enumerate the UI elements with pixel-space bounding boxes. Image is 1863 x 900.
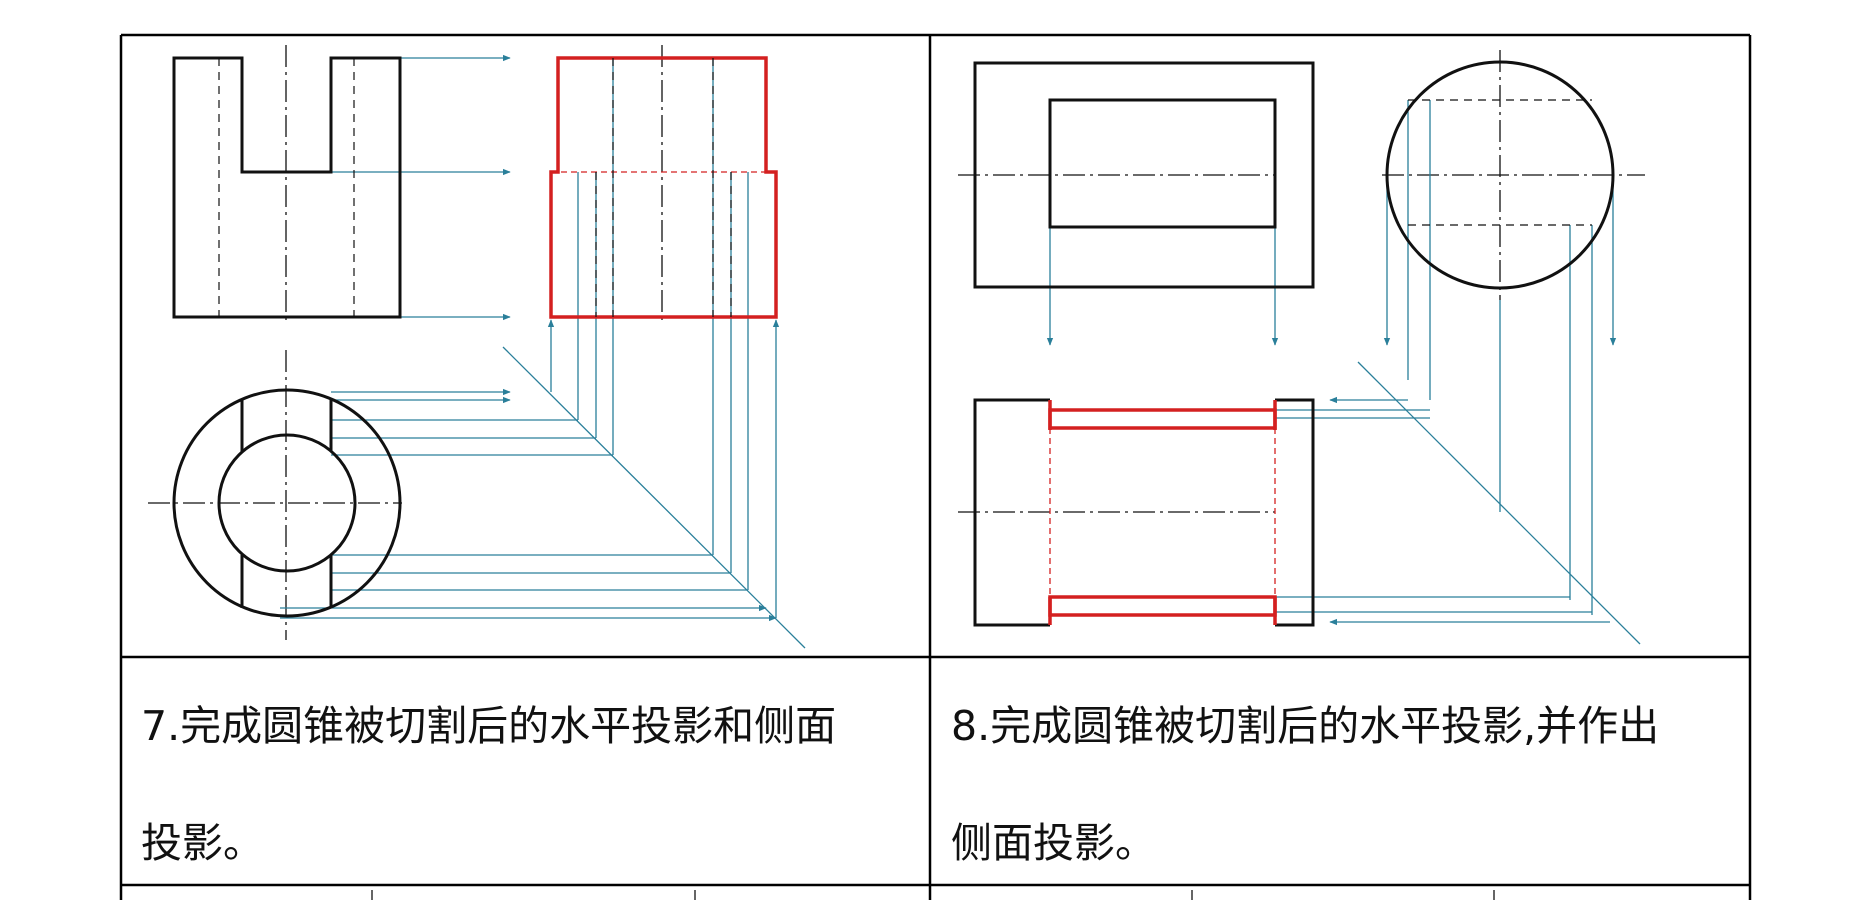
projection-lines <box>1046 100 1641 645</box>
problem-8-caption-line-2: 侧面投影。 <box>951 819 1156 867</box>
projection-lines <box>280 54 806 649</box>
problem-8-caption-line-1: 8.完成圆锥被切割后的水平投影,并作出 <box>951 702 1660 750</box>
problem-7-caption-line-2: 投影。 <box>141 819 264 867</box>
problem-7-caption: 7.完成圆锥被切割后的水平投影和侧面 投影。 <box>141 706 836 864</box>
plan-view <box>973 398 1315 627</box>
inner-circle <box>217 433 357 573</box>
front-view <box>172 56 402 319</box>
outer-circle <box>172 388 402 618</box>
problem-7-caption-line-1: 7.完成圆锥被切割后的水平投影和侧面 <box>141 702 837 750</box>
center-lines <box>148 45 663 640</box>
center-lines <box>958 50 1645 513</box>
side-view-hidden-lines <box>1408 99 1592 226</box>
side-view-hidden-lines <box>595 58 732 317</box>
side-view <box>1385 60 1615 290</box>
problem-8-caption: 8.完成圆锥被切割后的水平投影,并作出 侧面投影。 <box>951 706 1659 864</box>
front-view <box>973 61 1315 289</box>
miter-line <box>502 346 806 649</box>
plan-view-answer <box>1048 400 1277 625</box>
front-view-hidden-lines <box>218 58 355 317</box>
problem-8-drawing <box>958 50 1645 645</box>
problem-7-drawing <box>148 45 806 649</box>
plan-view-hidden-answer <box>1049 428 1276 597</box>
side-view-answer <box>549 56 778 319</box>
top-view <box>172 388 402 618</box>
